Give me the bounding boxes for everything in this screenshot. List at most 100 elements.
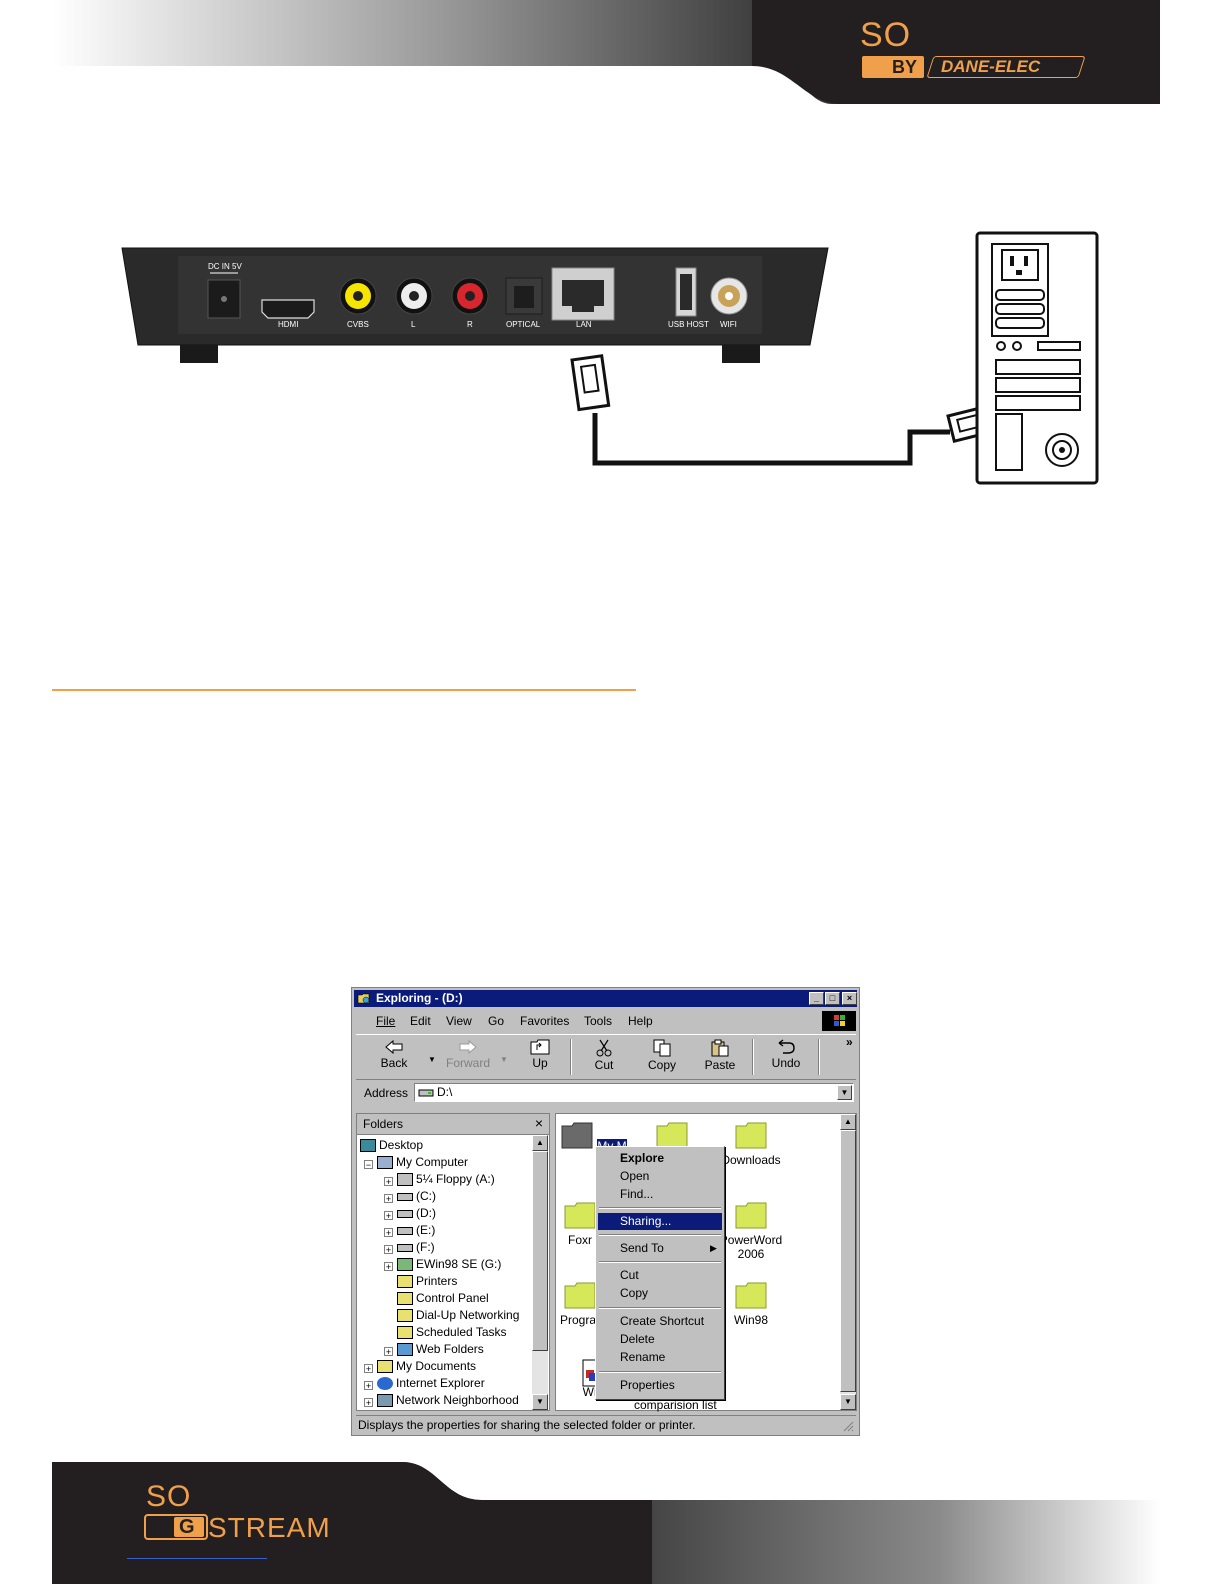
tree-item-control-panel[interactable]: Control Panel bbox=[397, 1291, 489, 1308]
tree-item-printers[interactable]: Printers bbox=[397, 1274, 457, 1291]
copy-button[interactable]: Copy bbox=[634, 1037, 690, 1077]
paste-icon bbox=[711, 1039, 729, 1057]
folders-scrollbar[interactable]: ▲ ▼ bbox=[532, 1135, 548, 1410]
tree-item-network-neighborhood[interactable]: Network Neighborhood bbox=[377, 1393, 519, 1410]
tree-expand-icon[interactable]: + bbox=[384, 1228, 393, 1238]
tree-item-desktop[interactable]: Desktop bbox=[360, 1138, 423, 1155]
address-bar: Address D:\ ▼ bbox=[356, 1082, 856, 1104]
tree-item-my-computer[interactable]: My Computer bbox=[377, 1155, 468, 1172]
resize-grip-icon[interactable] bbox=[842, 1420, 854, 1432]
scroll-up-icon[interactable]: ▲ bbox=[532, 1135, 548, 1151]
forward-button[interactable]: Forward bbox=[440, 1037, 496, 1077]
tree-expand-icon[interactable]: + bbox=[364, 1398, 373, 1408]
address-dropdown-icon[interactable]: ▼ bbox=[837, 1085, 852, 1100]
tree-item-drive-c[interactable]: (C:) bbox=[397, 1189, 436, 1206]
logo-bottom-g-box: G bbox=[144, 1514, 208, 1540]
menu-edit[interactable]: Edit bbox=[410, 1014, 431, 1028]
tree-item-drive-d[interactable]: (D:) bbox=[397, 1206, 436, 1223]
folder-icon bbox=[735, 1282, 767, 1309]
tree-item-drive-g[interactable]: EWin98 SE (G:) bbox=[397, 1257, 501, 1274]
tree-item-drive-f[interactable]: (F:) bbox=[397, 1240, 435, 1257]
file-item-downloads[interactable]: Downloads bbox=[716, 1120, 786, 1167]
scroll-thumb[interactable] bbox=[532, 1151, 548, 1351]
printers-folder-icon bbox=[397, 1275, 413, 1289]
submenu-arrow-icon: ▶ bbox=[710, 1243, 717, 1253]
ctx-send-to[interactable]: Send To bbox=[620, 1241, 664, 1255]
tree-item-my-documents[interactable]: My Documents bbox=[377, 1359, 476, 1376]
maximize-button[interactable]: □ bbox=[825, 992, 840, 1005]
ctx-rename[interactable]: Rename bbox=[620, 1350, 666, 1364]
undo-button[interactable]: Undo bbox=[758, 1037, 814, 1077]
tree-item-dial-up[interactable]: Dial-Up Networking bbox=[397, 1308, 519, 1325]
ctx-explore[interactable]: Explore bbox=[620, 1151, 665, 1165]
menu-view[interactable]: View bbox=[446, 1014, 472, 1028]
forward-dropdown-icon[interactable]: ▼ bbox=[500, 1055, 508, 1064]
tree-expand-icon[interactable]: + bbox=[384, 1194, 393, 1204]
tree-item-internet-explorer[interactable]: Internet Explorer bbox=[377, 1376, 485, 1393]
tree-expand-icon[interactable]: + bbox=[364, 1364, 373, 1374]
toolbar-more-chevron-icon[interactable]: » bbox=[846, 1035, 853, 1049]
file-item-win98[interactable]: Win98 bbox=[716, 1280, 786, 1327]
scroll-up-icon[interactable]: ▲ bbox=[840, 1114, 856, 1130]
label-left: L bbox=[411, 320, 416, 329]
close-button[interactable]: × bbox=[842, 992, 857, 1005]
ctx-delete[interactable]: Delete bbox=[620, 1332, 655, 1346]
title-bar[interactable]: Exploring - (D:) _ □ × bbox=[354, 990, 857, 1007]
logo-bottom-so-text: SO bbox=[146, 1480, 192, 1513]
toolbar-separator bbox=[752, 1039, 754, 1075]
status-bar: Displays the properties for sharing the … bbox=[356, 1415, 856, 1434]
tree-item-scheduled-tasks[interactable]: Scheduled Tasks bbox=[397, 1325, 507, 1342]
minimize-button[interactable]: _ bbox=[809, 992, 824, 1005]
logo-company-text: DANE-ELEC bbox=[941, 57, 1041, 76]
up-button[interactable]: Up bbox=[512, 1037, 568, 1077]
files-scrollbar[interactable]: ▲ ▼ bbox=[840, 1114, 856, 1410]
tree-collapse-icon[interactable]: − bbox=[364, 1160, 373, 1170]
tree-expand-icon[interactable]: + bbox=[384, 1262, 393, 1272]
forward-label: Forward bbox=[445, 1056, 490, 1070]
cut-button[interactable]: Cut bbox=[576, 1037, 632, 1077]
address-input[interactable]: D:\ ▼ bbox=[414, 1083, 854, 1102]
menu-tools[interactable]: Tools bbox=[584, 1014, 613, 1028]
folders-close-icon[interactable]: × bbox=[534, 1115, 543, 1131]
file-item-foxmail[interactable]: Foxr bbox=[560, 1200, 600, 1247]
ctx-find[interactable]: Find... bbox=[620, 1187, 654, 1201]
tree-expand-icon[interactable]: + bbox=[384, 1177, 393, 1187]
menu-favorites[interactable]: Favorites bbox=[520, 1014, 570, 1028]
menu-help[interactable]: Help bbox=[628, 1014, 653, 1028]
windows-logo-icon bbox=[822, 1011, 856, 1031]
tree-item-web-folders[interactable]: Web Folders bbox=[397, 1342, 484, 1359]
scroll-down-icon[interactable]: ▼ bbox=[840, 1394, 856, 1410]
ctx-sharing[interactable]: Sharing... bbox=[598, 1213, 722, 1230]
scroll-thumb[interactable] bbox=[840, 1130, 856, 1392]
tree-expand-icon[interactable]: + bbox=[384, 1347, 393, 1357]
back-button[interactable]: Back bbox=[366, 1037, 422, 1077]
tree-expand-icon[interactable]: + bbox=[384, 1211, 393, 1221]
player-foot-right bbox=[722, 345, 760, 363]
label-lan: LAN bbox=[576, 320, 592, 329]
label-cvbs: CVBS bbox=[347, 320, 369, 329]
ctx-cut[interactable]: Cut bbox=[620, 1268, 639, 1282]
ctx-copy[interactable]: Copy bbox=[620, 1286, 649, 1300]
paste-button[interactable]: Paste bbox=[692, 1037, 748, 1077]
ctx-open[interactable]: Open bbox=[620, 1169, 650, 1183]
file-label-comparision-list[interactable]: comparision list bbox=[634, 1398, 717, 1412]
back-dropdown-icon[interactable]: ▼ bbox=[428, 1055, 436, 1064]
tree-expand-icon[interactable]: + bbox=[384, 1245, 393, 1255]
undo-icon bbox=[778, 1039, 795, 1054]
ctx-create-shortcut[interactable]: Create Shortcut bbox=[620, 1314, 705, 1328]
menu-separator bbox=[599, 1371, 721, 1373]
file-item-powerword[interactable]: PowerWord 2006 bbox=[716, 1200, 786, 1261]
tree-item-floppy[interactable]: 5¼ Floppy (A:) bbox=[397, 1172, 495, 1189]
menu-file[interactable]: File bbox=[376, 1014, 396, 1028]
network-drive-icon bbox=[397, 1258, 413, 1272]
folders-pane: Folders × Desktop − My Computer + 5¼ Flo… bbox=[356, 1113, 550, 1411]
tree-expand-icon[interactable]: + bbox=[364, 1381, 373, 1391]
player-foot-left bbox=[180, 345, 218, 363]
scroll-down-icon[interactable]: ▼ bbox=[532, 1394, 548, 1410]
copy-icon bbox=[653, 1039, 671, 1057]
hard-drive-icon bbox=[397, 1226, 413, 1235]
ctx-properties[interactable]: Properties bbox=[620, 1378, 675, 1392]
label-hdmi: HDMI bbox=[278, 320, 298, 329]
menu-go[interactable]: Go bbox=[488, 1014, 505, 1028]
tree-item-drive-e[interactable]: (E:) bbox=[397, 1223, 435, 1240]
